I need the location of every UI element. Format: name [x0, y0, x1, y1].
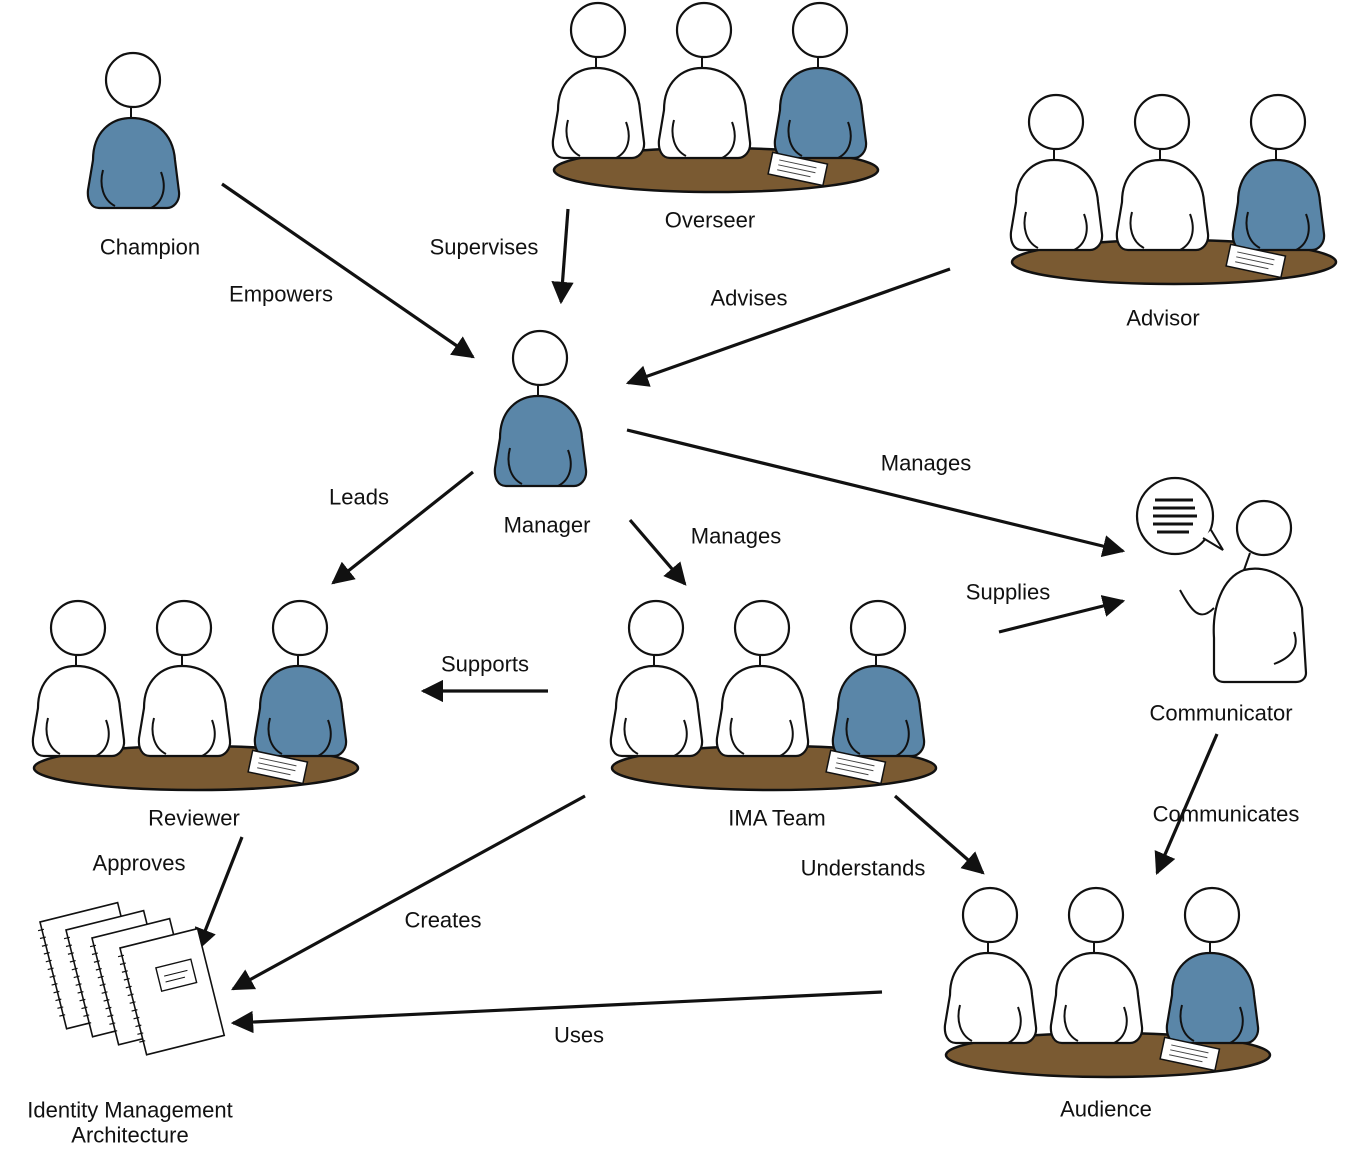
ima-team-group — [611, 601, 936, 790]
label-understands: Understands — [800, 855, 926, 881]
label-empowers: Empowers — [229, 281, 333, 307]
arrow-supplies — [998, 595, 1126, 634]
speech-bubble-icon — [1135, 476, 1224, 556]
arrow-uses — [230, 990, 883, 1034]
manager-figure — [493, 329, 588, 488]
overseer-group — [553, 3, 878, 192]
arrow-empowers — [221, 182, 475, 359]
label-supplies: Supplies — [965, 579, 1051, 605]
label-approves: Approves — [92, 850, 186, 876]
audience-group — [945, 888, 1270, 1077]
arrow-creates — [231, 794, 586, 991]
label-manages-team: Manages — [690, 523, 782, 549]
communicator-figure — [1135, 476, 1308, 684]
group-at-table-icon — [611, 601, 936, 790]
label-advisor: Advisor — [1126, 305, 1200, 331]
person-icon — [1235, 499, 1293, 557]
label-supervises: Supervises — [429, 234, 539, 260]
arrow-approves — [194, 836, 244, 952]
arrow-advises — [625, 267, 951, 387]
label-reviewer: Reviewer — [148, 805, 240, 831]
label-creates: Creates — [404, 907, 482, 933]
label-audience: Audience — [1060, 1096, 1152, 1122]
champion-figure — [86, 51, 181, 210]
label-architecture-line1: Identity Management — [27, 1097, 233, 1123]
label-manager: Manager — [503, 512, 591, 538]
reviewer-group — [33, 601, 358, 790]
group-at-table-icon — [945, 888, 1270, 1077]
label-leads: Leads — [329, 484, 389, 510]
label-architecture-line2: Architecture — [71, 1123, 189, 1148]
label-champion: Champion — [99, 234, 201, 260]
label-uses: Uses — [553, 1022, 605, 1048]
arrow-communicates — [1154, 733, 1219, 876]
arrow-manages-communicator — [626, 428, 1126, 558]
arrow-understands — [893, 794, 985, 875]
person-icon — [493, 329, 588, 488]
arrow-supervises — [551, 208, 574, 305]
label-overseer: Overseer — [664, 207, 756, 233]
label-advises: Advises — [710, 285, 788, 311]
group-at-table-icon — [1011, 95, 1336, 284]
person-icon — [86, 51, 181, 210]
arrows — [194, 182, 1219, 1034]
label-ima-team: IMA Team — [728, 805, 826, 831]
group-at-table-icon — [553, 3, 878, 192]
arrow-manages-team — [628, 518, 687, 586]
label-manages-communicator: Manages — [880, 450, 972, 476]
label-identity-management-architecture: Identity Management Architecture — [27, 1098, 232, 1149]
label-communicates: Communicates — [1152, 801, 1300, 827]
group-at-table-icon — [33, 601, 358, 790]
label-communicator: Communicator — [1149, 700, 1293, 726]
advisor-group — [1011, 95, 1336, 284]
label-supports: Supports — [440, 651, 530, 677]
document-stack-icon — [35, 901, 226, 1057]
arrow-leads — [331, 470, 474, 585]
